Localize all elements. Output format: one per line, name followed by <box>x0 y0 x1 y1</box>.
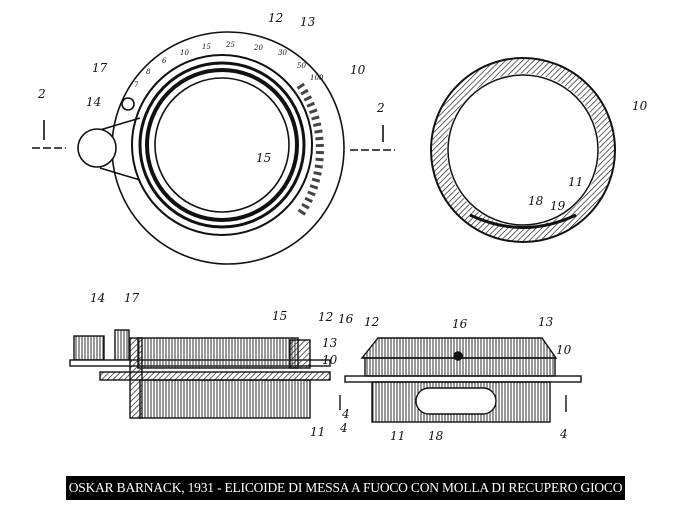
figure-bottom-right-elevation <box>344 337 582 423</box>
label-11-elevation: 11 <box>390 429 405 443</box>
label-14: 14 <box>86 95 101 109</box>
label-2-right: 2 <box>376 101 385 115</box>
label-16-section: 16 <box>338 312 354 326</box>
svg-text:10: 10 <box>180 49 189 57</box>
svg-text:20: 20 <box>253 44 263 52</box>
label-12: 12 <box>268 11 283 25</box>
figure-top-right-ring-section <box>430 57 616 243</box>
label-11-ring: 11 <box>568 175 583 189</box>
distance-scale: 7 8 6 10 15 25 20 30 50 100 <box>134 41 324 89</box>
caption: OSKAR BARNACK, 1931 - ELICOIDE DI MESSA … <box>66 476 625 500</box>
label-14-section: 14 <box>90 291 105 305</box>
label-12-section: 12 <box>318 310 333 324</box>
label-10-section: 10 <box>322 353 338 367</box>
label-4-section: 4 <box>339 421 348 435</box>
label-15-section: 15 <box>272 309 287 323</box>
label-11-section: 11 <box>310 425 325 439</box>
label-12-elevation: 12 <box>364 315 379 329</box>
svg-text:6: 6 <box>162 57 167 65</box>
label-17: 17 <box>92 61 108 75</box>
label-2-left: 2 <box>37 87 46 101</box>
svg-text:8: 8 <box>146 68 151 76</box>
svg-text:100: 100 <box>310 74 324 82</box>
label-15: 15 <box>256 151 271 165</box>
figure-top-left-lens-mount <box>32 31 395 265</box>
label-18-ring: 18 <box>528 194 544 208</box>
figure-bottom-left-section <box>69 329 341 419</box>
label-19-ring: 19 <box>550 199 566 213</box>
label-10-ring: 10 <box>632 99 648 113</box>
svg-text:25: 25 <box>225 41 235 49</box>
svg-text:50: 50 <box>297 62 306 70</box>
label-13-section: 13 <box>322 336 338 350</box>
label-13-elevation: 13 <box>538 315 554 329</box>
label-16-elevation: 16 <box>452 317 468 331</box>
label-17-section: 17 <box>124 291 140 305</box>
label-4-left: 4 <box>341 407 350 421</box>
svg-text:7: 7 <box>134 81 139 89</box>
label-18-elevation: 18 <box>428 429 444 443</box>
label-13: 13 <box>300 15 316 29</box>
label-10-elevation: 10 <box>556 343 572 357</box>
svg-text:15: 15 <box>202 43 211 51</box>
label-4-elevation: 4 <box>559 427 568 441</box>
svg-text:30: 30 <box>278 49 287 57</box>
label-10: 10 <box>350 63 366 77</box>
